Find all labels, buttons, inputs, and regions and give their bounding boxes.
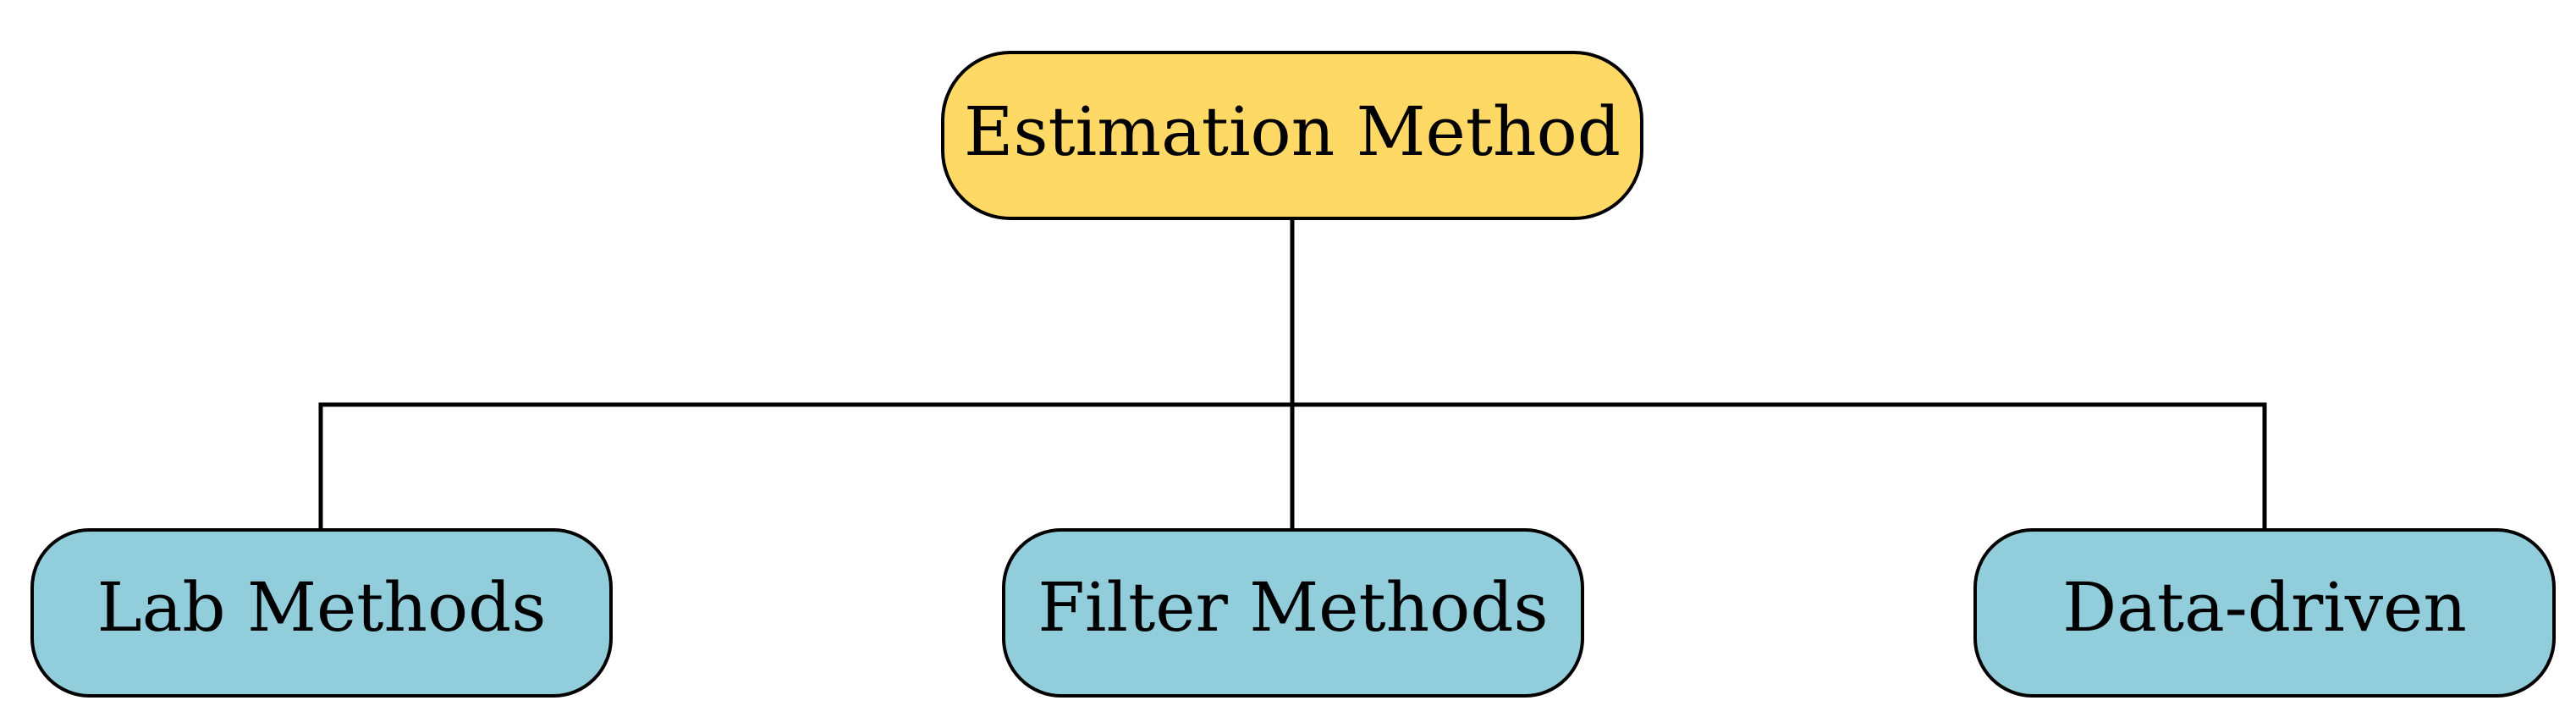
child-node-filter-methods: Filter Methods [1002, 528, 1584, 698]
child-node-label: Filter Methods [1038, 568, 1548, 647]
root-node: Estimation Method [941, 51, 1643, 220]
child-node-lab-methods: Lab Methods [30, 528, 613, 698]
child-node-box [1973, 528, 2556, 698]
root-node-box [941, 51, 1643, 220]
child-node-box [30, 528, 613, 698]
child-node-label: Lab Methods [97, 568, 547, 647]
root-node-label: Estimation Method [964, 92, 1621, 171]
child-node-label: Data-driven [2062, 568, 2467, 647]
child-node-box [1002, 528, 1584, 698]
child-node-data-driven: Data-driven [1973, 528, 2556, 698]
connectors [318, 216, 2267, 532]
